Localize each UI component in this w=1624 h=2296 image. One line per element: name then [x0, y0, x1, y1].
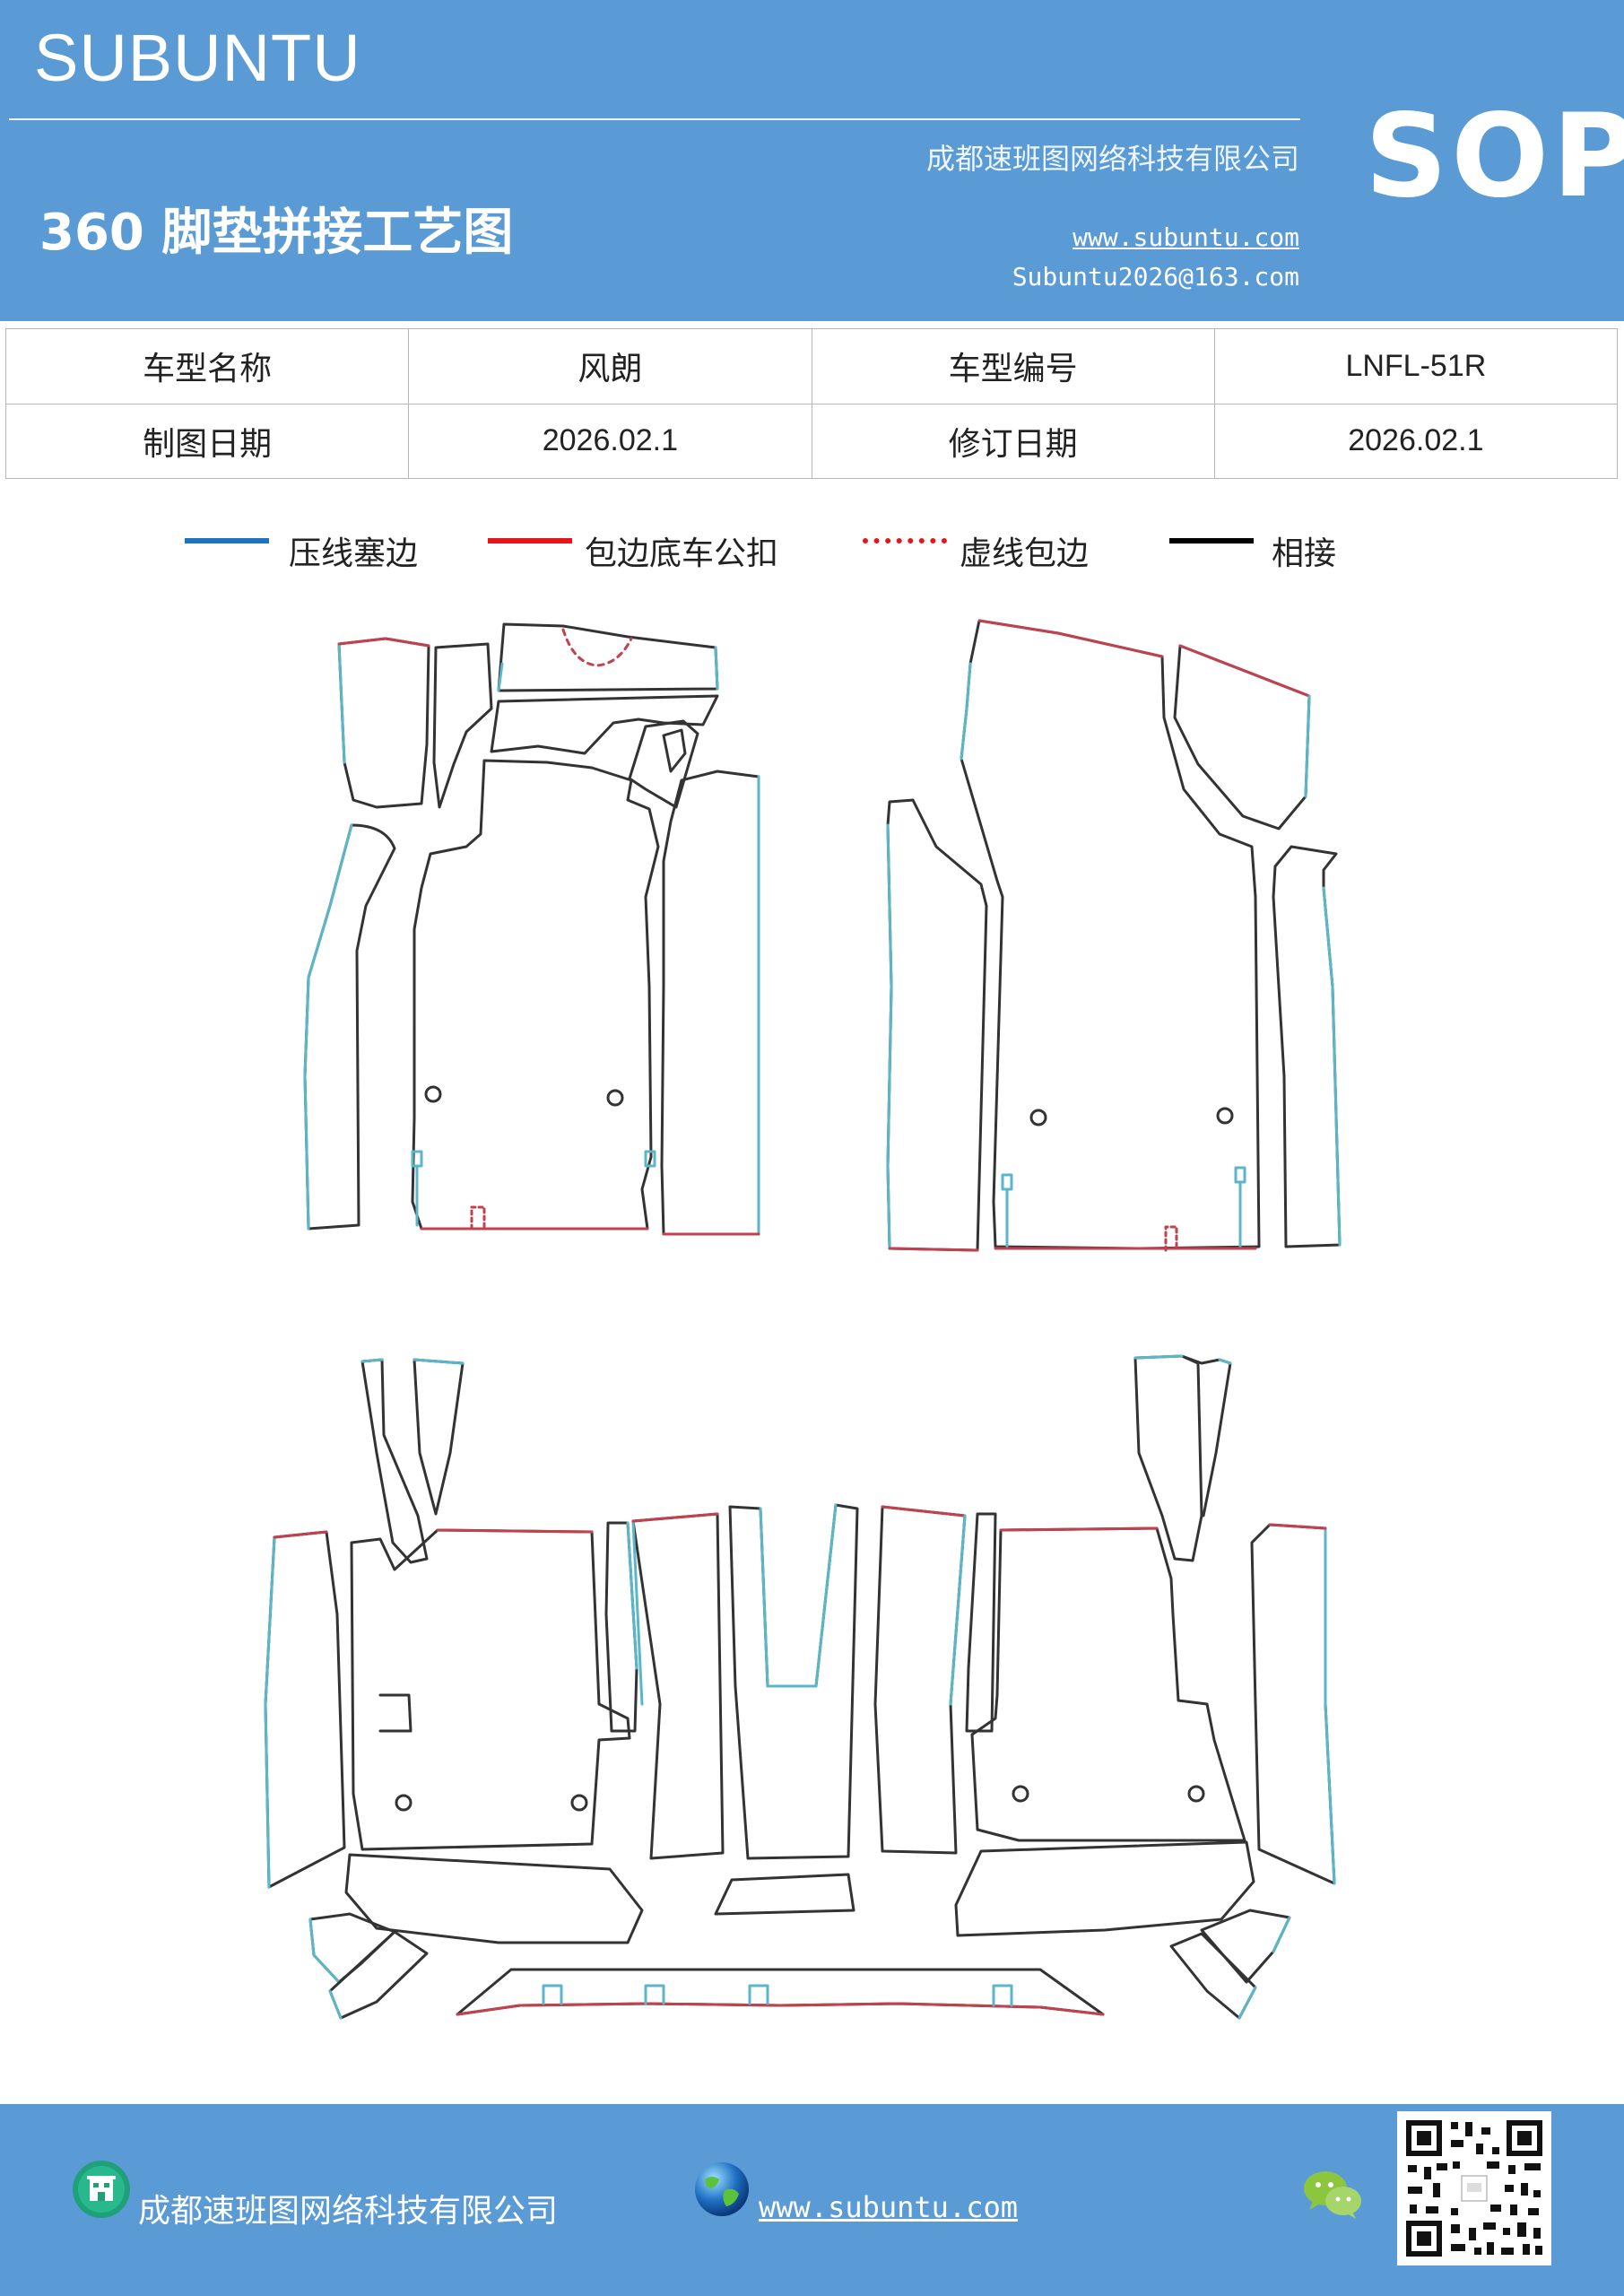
- legend-label: 压线塞边: [289, 535, 419, 572]
- legend-swatch-blue: [185, 538, 269, 544]
- header-divider: [9, 118, 1300, 120]
- draw-date-value: 2026.02.1: [408, 403, 812, 479]
- revision-date-label: 修订日期: [811, 403, 1215, 479]
- email-address: Subuntu2026@163.com: [1012, 262, 1299, 291]
- website-link[interactable]: www.subuntu.com: [1073, 222, 1299, 252]
- legend-label: 虚线包边: [960, 535, 1090, 572]
- wechat-icon: [1304, 2171, 1361, 2219]
- floor-mat-diagram: [264, 619, 1342, 2020]
- sop-badge: SOP: [1365, 90, 1624, 223]
- rear-mats: [264, 1354, 1336, 2020]
- legend-label: 相接: [1272, 535, 1337, 572]
- model-code-value: LNFL-51R: [1213, 328, 1619, 404]
- legend-swatch-red-dotted: [863, 538, 947, 544]
- building-icon: [73, 2161, 130, 2218]
- footer-website-link[interactable]: www.subuntu.com: [759, 2190, 1018, 2224]
- header: SUBUNTU 成都速班图网络科技有限公司 360 脚垫拼接工艺图 www.su…: [0, 0, 1624, 321]
- revision-date-value: 2026.02.1: [1213, 403, 1619, 479]
- legend-swatch-red: [488, 538, 572, 544]
- qr-code-icon[interactable]: [1397, 2111, 1551, 2266]
- globe-icon: [695, 2162, 749, 2216]
- table-row: 制图日期 2026.02.1 修订日期 2026.02.1: [4, 403, 1619, 479]
- table-row: 车型名称 风朗 车型编号 LNFL-51R: [4, 328, 1619, 404]
- company-name: 成都速班图网络科技有限公司: [925, 142, 1299, 176]
- footer-company-name: 成都速班图网络科技有限公司: [138, 2193, 559, 2230]
- front-right-mat: [886, 619, 1342, 1252]
- footer: 成都速班图网络科技有限公司 www.subuntu.com: [0, 2104, 1624, 2296]
- front-left-mat: [303, 622, 760, 1236]
- page-title: 360 脚垫拼接工艺图: [39, 204, 514, 262]
- legend: 压线塞边 包边底车公扣 虚线包边 相接: [0, 527, 1624, 572]
- model-code-label: 车型编号: [811, 328, 1215, 404]
- info-table: 车型名称 风朗 车型编号 LNFL-51R 制图日期 2026.02.1 修订日…: [4, 328, 1619, 479]
- legend-label: 包边底车公扣: [585, 535, 779, 572]
- model-name-label: 车型名称: [4, 328, 410, 404]
- brand-logo-text: SUBUNTU: [34, 21, 361, 95]
- legend-swatch-black: [1169, 538, 1254, 544]
- draw-date-label: 制图日期: [4, 403, 410, 479]
- model-name-value: 风朗: [408, 328, 812, 404]
